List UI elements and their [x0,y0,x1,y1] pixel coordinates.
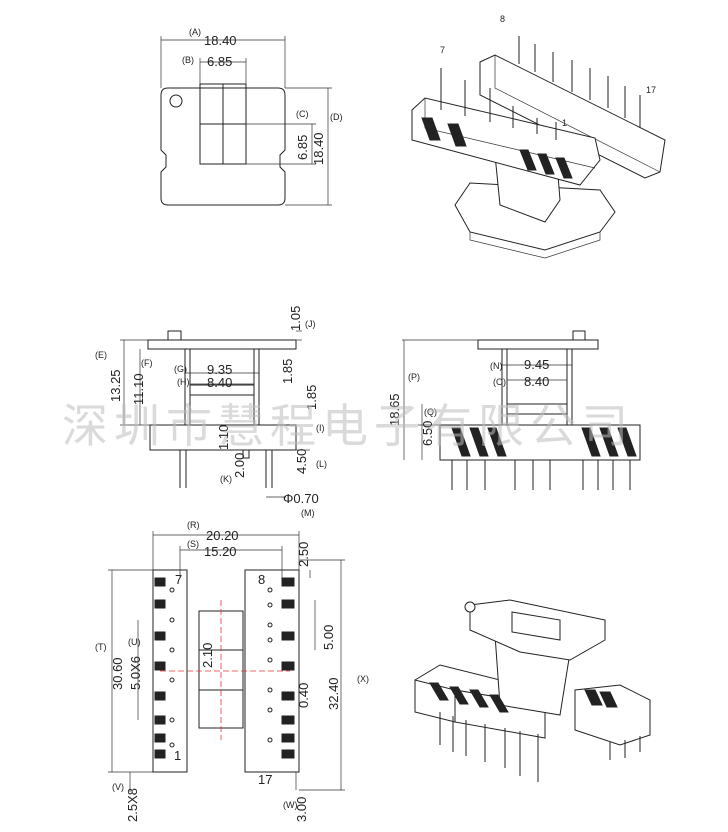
dim-2-10: 2.10 [200,643,215,668]
dim-label-e: (E) [95,350,107,360]
bottom-pin-label-7: 7 [175,572,182,587]
iso-front-slots [421,117,573,179]
dim-1-85-upper: 1.85 [280,359,295,384]
dim-label-v: (V) [112,782,124,792]
dim-0-40: 0.40 [296,683,311,708]
isometric-view-top: 8 7 17 1 [411,14,666,259]
dim-label-o: (O) [493,377,506,387]
dim-label-x: (X) [357,674,369,684]
top-view-mount-hole [169,94,183,108]
iso-b-flange [469,599,606,661]
bottom-view: 7 8 1 17 (R) 20.20 (S) 15.20 (T) 30.60 (… [95,520,369,822]
watermark: 深圳市慧程电子有限公司 [62,400,634,452]
dim-label-r: (R) [187,520,200,530]
front-view-pins [451,460,631,490]
dim-label-b: (B) [182,55,194,65]
pin-label-17: 17 [646,85,656,95]
pin-label-8: 8 [500,14,505,24]
top-view: (A) 18.40 (B) 6.85 (C) 6.85 (D) 18.40 [160,27,343,206]
dim-b: 6.85 [207,54,232,69]
top-view-outline [160,87,286,206]
dim-label-a: (A) [189,27,201,37]
dim-h: 8.40 [207,375,232,390]
pin-label-1: 1 [562,118,567,128]
bottom-pin-label-8: 8 [258,572,265,587]
dim-label-m: (M) [301,508,315,518]
pin-label-7: 7 [440,45,445,55]
front-view-top-flange [477,339,599,350]
dim-label-u: (U) [128,637,141,647]
dim-e: 13.25 [108,369,123,402]
dim-label-g: (G) [174,364,187,374]
dim-label-i: (I) [316,423,325,433]
dim-label-k: (K) [220,474,232,484]
dim-label-p: (P) [408,372,420,382]
bottom-pin-label-1: 1 [174,748,181,763]
dim-label-l: (L) [316,459,327,469]
dim-5-00: 5.00 [321,625,336,650]
dim-v: 2.5X8 [125,788,140,822]
dim-1-10: 1.10 [216,425,231,450]
dim-s: 15.20 [204,544,237,559]
dim-label-s: (S) [187,539,199,549]
dim-m: Φ0.70 [283,491,319,506]
dim-f: 11.10 [131,373,146,405]
dim-label-j: (J) [305,319,316,329]
bottom-pin-label-17: 17 [258,772,272,787]
dim-w: 3.00 [294,797,309,822]
side-view-top-flange [147,339,297,350]
dim-2-50: 2.50 [296,542,311,567]
dim-t: 30.60 [110,657,125,690]
isometric-view-bottom [414,599,651,782]
dim-label-c: (C) [296,109,309,119]
dim-i: 1.85 [304,385,319,410]
dim-label-d: (D) [330,112,343,122]
dim-d: 18.40 [311,132,326,165]
front-view: 18.65 (P) (N) 9.45 (O) 8.40 6.50 (Q) [387,330,641,490]
dim-p: 18.65 [387,393,402,426]
side-view-tab [167,330,182,341]
side-view: (E) 13.25 (F) 11.10 (G) 9.35 (H) 8.40 1.… [95,306,327,518]
dim-label-h: (H) [177,377,190,387]
dim-u: 5.0X6 [128,656,143,690]
iso-b-slots [429,682,618,713]
bottom-view-left-pins [154,577,175,759]
dim-q: 6.50 [420,421,435,446]
front-view-slots [451,427,637,457]
dim-o: 8.40 [524,374,549,389]
iso-b-right-rail [574,684,651,746]
iso-b-tab [464,601,476,613]
dim-x: 32.40 [326,677,341,710]
dim-label-w: (W) [283,800,298,810]
front-view-tab [572,330,586,341]
dim-label-f: (F) [141,358,153,368]
dim-j: 1.05 [288,306,303,331]
dim-n: 9.45 [524,357,549,372]
dim-g: 9.35 [207,362,232,377]
iso-pins [440,36,641,140]
bottom-view-right-pins [267,577,295,759]
dim-r: 20.20 [206,528,239,543]
dim-a: 18.40 [204,33,237,48]
dim-k: 2.00 [232,453,247,478]
dim-l: 4.50 [294,449,309,474]
dim-label-n: (N) [490,361,503,371]
iso-b-pins [439,712,641,782]
dim-label-q: (Q) [424,407,437,417]
dim-c: 6.85 [295,135,310,160]
dim-label-t: (T) [95,642,107,652]
